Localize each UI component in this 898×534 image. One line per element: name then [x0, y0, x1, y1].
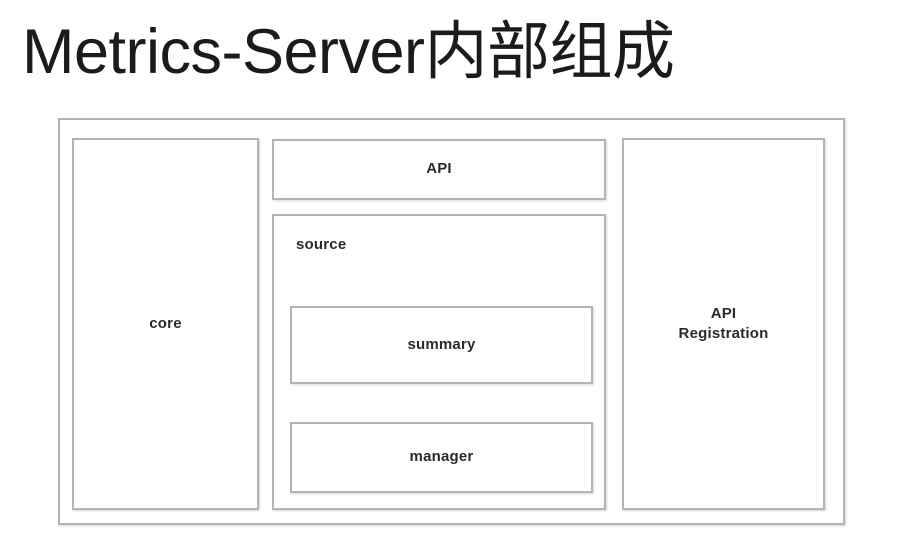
summary-box-label: summary [407, 335, 476, 353]
outer-container-box: core API source summary manager API Regi… [58, 118, 845, 525]
summary-box: summary [290, 306, 593, 384]
page-title: Metrics-Server内部组成 [22, 17, 675, 87]
source-box: source summary manager [272, 214, 606, 510]
manager-box-label: manager [409, 448, 474, 466]
manager-box: manager [290, 422, 593, 493]
api-box: API [272, 139, 606, 200]
core-box-label: core [149, 314, 182, 332]
core-box: core [72, 138, 259, 510]
source-box-label: source [296, 236, 347, 253]
api-registration-box: API Registration [622, 138, 825, 510]
api-registration-box-label: API Registration [678, 304, 769, 342]
api-box-label: API [426, 160, 452, 178]
